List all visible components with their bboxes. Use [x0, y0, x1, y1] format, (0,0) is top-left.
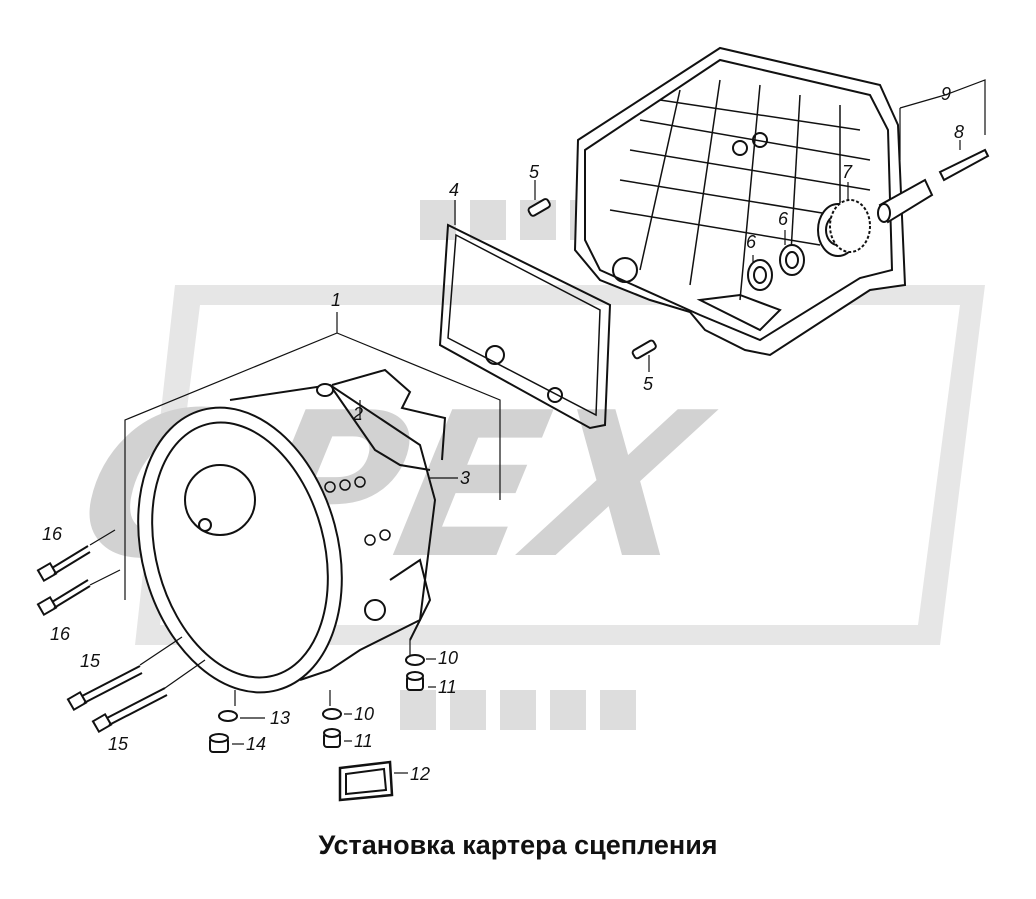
- sleeve: [877, 178, 934, 224]
- callout-4: 4: [449, 180, 459, 200]
- callout-5-lower: 5: [643, 374, 654, 394]
- callout-11-left: 11: [354, 731, 373, 751]
- callout-13: 13: [270, 708, 290, 728]
- callout-12: 12: [410, 764, 430, 784]
- plug-11-right: [406, 671, 424, 691]
- callout-10-right: 10: [438, 648, 458, 668]
- bolts: [36, 545, 168, 734]
- callout-16-lower: 16: [50, 624, 71, 644]
- needle-bearing-right: [779, 244, 805, 276]
- callout-6-right: 6: [778, 209, 789, 229]
- callout-2: 2: [352, 404, 363, 424]
- callout-15-lower: 15: [108, 734, 129, 754]
- callout-5-upper: 5: [529, 162, 540, 182]
- washer-10-left: [322, 708, 342, 720]
- leader-lines: [89, 79, 986, 774]
- diagram-caption: Установка картера сцепления: [318, 830, 718, 860]
- callout-6-left: 6: [746, 232, 757, 252]
- bolt-15-upper: [66, 665, 143, 712]
- needle-bearing-left: [747, 259, 773, 291]
- gear: [817, 199, 871, 257]
- callout-14: 14: [246, 734, 266, 754]
- watermark-logo: OPEX: [62, 200, 985, 730]
- plug-11-left: [323, 728, 341, 748]
- seal-12: [338, 760, 394, 802]
- clutch-housing: [137, 383, 437, 694]
- callout-1: 1: [331, 290, 341, 310]
- callout-11-right: 11: [438, 677, 457, 697]
- callout-7: 7: [842, 162, 853, 182]
- washer-10-right: [405, 654, 425, 666]
- callout-9: 9: [941, 84, 951, 104]
- bolt-15-lower: [91, 687, 168, 734]
- callout-16-upper: 16: [42, 524, 63, 544]
- gearbox-housing: [573, 46, 907, 357]
- plug-14: [209, 733, 229, 753]
- washer-13: [218, 710, 238, 722]
- dowel-pin-upper: [527, 198, 551, 217]
- callout-8: 8: [954, 122, 964, 142]
- callout-3: 3: [460, 468, 470, 488]
- tube: [316, 368, 447, 461]
- callout-15-upper: 15: [80, 651, 101, 671]
- callouts: 1 2 3 4 5 5 6 6 7 8 9 10 11 10 11 12 13 …: [42, 84, 964, 784]
- callout-10-left: 10: [354, 704, 374, 724]
- gasket: [438, 223, 612, 430]
- bolt-16-upper: [36, 545, 91, 583]
- bolt-16-lower: [36, 579, 91, 617]
- dowel-pin-lower: [631, 339, 657, 360]
- pin: [938, 148, 990, 182]
- plugs-and-washers: [209, 654, 425, 802]
